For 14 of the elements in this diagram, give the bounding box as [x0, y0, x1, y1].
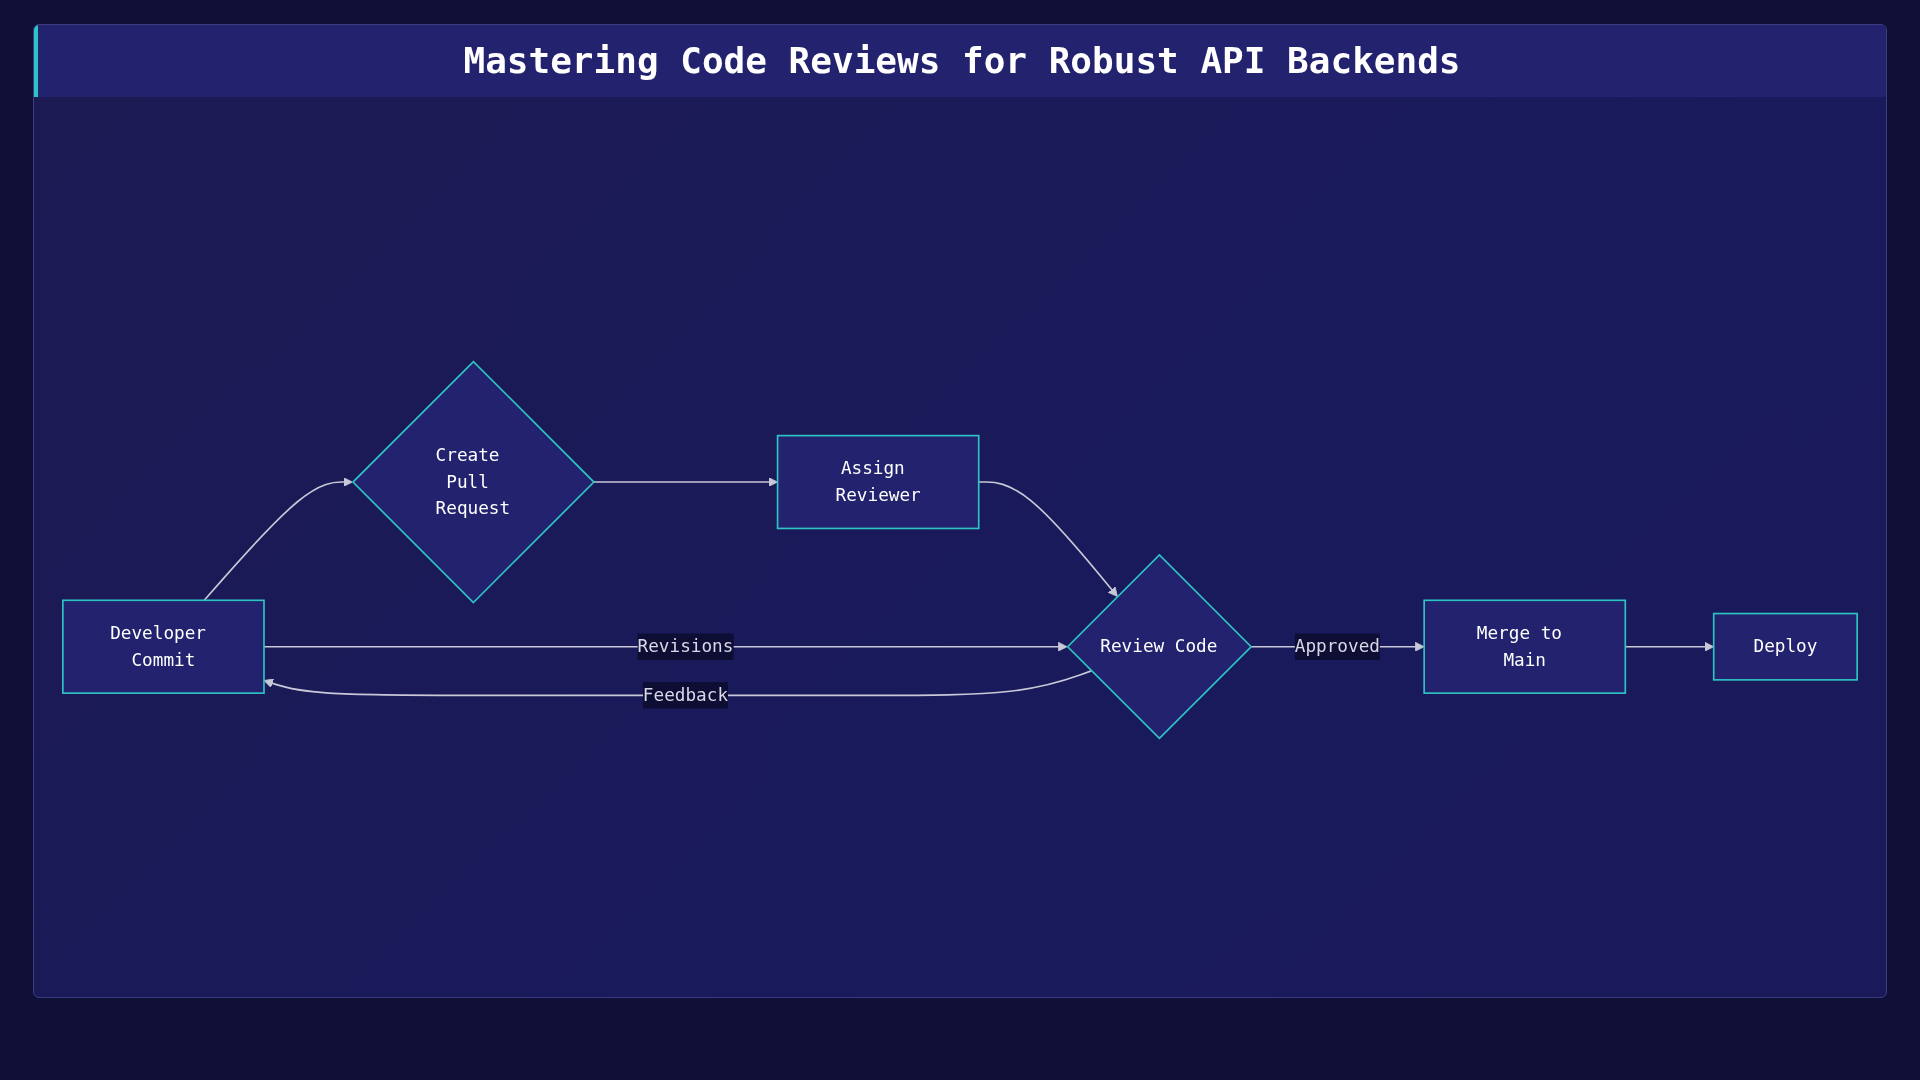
edge-label: Revisions	[637, 633, 734, 660]
edge-label: Feedback	[642, 682, 729, 709]
process-box: Deploy	[1712, 612, 1858, 681]
arrow	[263, 670, 1093, 697]
edge-label: Approved	[1294, 633, 1380, 660]
decision-diamond: Review Code	[1066, 553, 1253, 740]
arrow	[263, 641, 1068, 652]
process-box: Assign Reviewer	[776, 434, 980, 530]
arrow	[203, 477, 353, 602]
process-box: Developer Commit	[62, 599, 265, 694]
process-box: Merge to Main	[1423, 599, 1627, 694]
diagram-title: Mastering Code Reviews for Robust API Backends	[34, 25, 1886, 97]
arrow	[592, 477, 778, 487]
decision-diamond: Create Pull Request	[351, 360, 596, 604]
